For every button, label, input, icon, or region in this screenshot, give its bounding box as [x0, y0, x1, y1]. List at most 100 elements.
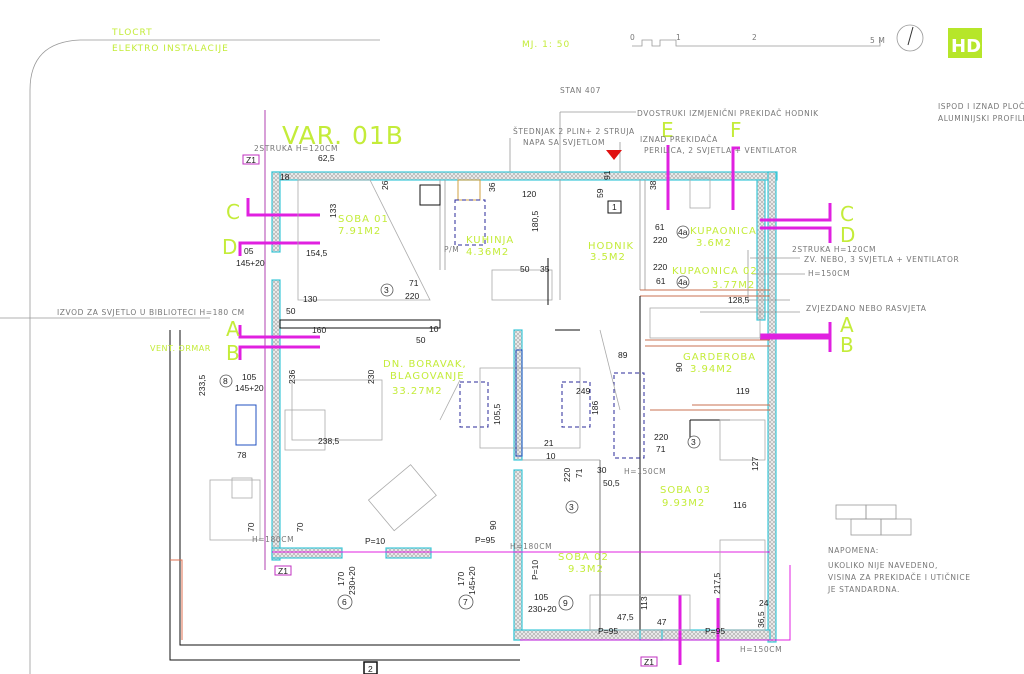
- door-tag: 9: [563, 598, 568, 608]
- axis-tag: 2: [368, 664, 373, 674]
- dimension: 30: [597, 465, 607, 475]
- section-lines: [238, 145, 832, 665]
- dimension: 230+20: [347, 566, 357, 595]
- annotations: DVOSTRUKI IZMJENIČNI PREKIDAČ HODNIK ŠTE…: [57, 109, 959, 654]
- room-name: SOBA 02: [558, 552, 609, 563]
- dimension: 145+20: [235, 383, 264, 393]
- dimension: 18: [280, 172, 290, 182]
- room-name: BLAGOVANJE: [390, 371, 465, 382]
- brick-icon: [835, 504, 912, 536]
- dimension: 47,5: [617, 612, 634, 622]
- room-area: 9.3M2: [568, 564, 604, 575]
- dimension: 70: [295, 522, 305, 532]
- furniture: [209, 177, 766, 631]
- door-tag: 6: [342, 597, 347, 607]
- dimension: 116: [733, 500, 747, 510]
- room-area: 3.77M2: [712, 280, 755, 291]
- dimension: 71: [574, 468, 584, 478]
- dimension: 50,5: [603, 478, 620, 488]
- dimension: 70: [246, 522, 256, 532]
- annotation: ŠTEDNJAK 2 PLIN+ 2 STRUJA: [513, 127, 635, 136]
- annotation: VENT. ORMAR: [150, 344, 211, 353]
- dimension: 145+20: [236, 258, 265, 268]
- dimension: 50: [520, 264, 530, 274]
- dimension: 71: [656, 444, 666, 454]
- annotation: H=150CM: [624, 467, 666, 476]
- dimension: P=95: [598, 626, 618, 636]
- annotation: PERILICA, 2 SVJETLA + VENTILATOR: [644, 146, 797, 155]
- door-tag: 3: [384, 285, 389, 295]
- dimension: 220: [405, 291, 419, 301]
- dimension: 26: [380, 180, 390, 190]
- circuit-tag: 1: [612, 202, 617, 212]
- dimension: 61: [655, 222, 665, 232]
- annotation: DVOSTRUKI IZMJENIČNI PREKIDAČ HODNIK: [637, 109, 819, 118]
- dimension: 71: [409, 278, 419, 288]
- dimension: 220: [653, 262, 667, 272]
- dimension: 35: [540, 264, 550, 274]
- dimension: 186: [590, 401, 600, 415]
- dimension: 59: [595, 188, 605, 198]
- section-marker-b: B: [840, 333, 854, 357]
- dimension: 238,5: [318, 436, 340, 446]
- dimensions: 18 62,5 133 154,5 05 145+20 130 50 160 7…: [197, 153, 769, 636]
- walls: [271, 171, 778, 643]
- annotation: NAPA SA SVJETLOM: [523, 138, 605, 147]
- annotation: 2STRUKA H=120CM: [792, 245, 876, 254]
- scale-tick: 1: [676, 33, 681, 42]
- annotation: ZV. NEBO, 3 SVJETLA + VENTILATOR: [804, 255, 959, 264]
- variant-label: VAR. 01B: [282, 121, 404, 150]
- dimension: 91: [602, 170, 612, 180]
- dimension: 127: [750, 457, 760, 471]
- dimension: 105: [242, 372, 256, 382]
- apartment-label: STAN 407: [560, 86, 601, 95]
- door-tags: 3 8 4a 4a 3 3 6 7 9: [219, 225, 701, 611]
- dimension: 24: [759, 598, 769, 608]
- room-labels: SOBA 01 7.91M2 KUHINJA 4.36M2 HODNIK 3.5…: [338, 214, 757, 575]
- door-tag: 4a: [678, 227, 688, 237]
- annotation: 2STRUKA H=120CM: [254, 144, 338, 153]
- annotation: H=150CM: [740, 645, 782, 654]
- dimension: 119: [736, 386, 750, 396]
- top-right-note: ISPOD I IZNAD PLOČ: [938, 102, 1024, 111]
- z1-tag: Z1: [278, 566, 288, 576]
- dimension: 62,5: [318, 153, 335, 163]
- scale-tick: 5 M: [870, 36, 885, 45]
- room-name: DN. BORAVAK,: [383, 359, 467, 370]
- note-line: UKOLIKO NIJE NAVEDENO,: [828, 561, 938, 570]
- room-name: KUHINJA: [466, 235, 514, 246]
- balcony-outline: [169, 110, 520, 661]
- dimension: 170: [456, 572, 466, 586]
- dimension: 128,5: [728, 295, 750, 305]
- dimension: 90: [488, 520, 498, 530]
- top-right-note: ALUMINIJSKI PROFILI I: [938, 114, 1024, 123]
- section-marker-e: E: [661, 118, 674, 142]
- annotation: H=180CM: [510, 542, 552, 551]
- dimension: 180,5: [530, 210, 540, 232]
- dimension: 89: [618, 350, 628, 360]
- section-marker-a: A: [840, 313, 854, 337]
- dimension: 236: [287, 370, 297, 384]
- svg-text:HD: HD: [951, 36, 981, 57]
- sheet-subtitle: ELEKTRO INSTALACIJE: [112, 44, 229, 54]
- note-line: JE STANDARDNA.: [827, 585, 900, 594]
- note-block: NAPOMENA: UKOLIKO NIJE NAVEDENO, VISINA …: [827, 504, 970, 594]
- door-tag: 3: [569, 502, 574, 512]
- interior-partitions: [279, 180, 770, 630]
- dimension: 230: [366, 370, 376, 384]
- dimension: 36: [487, 182, 497, 192]
- dimension: P=10: [530, 560, 540, 580]
- dimension: 220: [654, 432, 668, 442]
- dimension: 145+20: [467, 566, 477, 595]
- dimension: 10: [546, 451, 556, 461]
- annotation: ZVJEZDANO NEBO RASVJETA: [806, 304, 927, 313]
- scale-tick: 2: [752, 33, 757, 42]
- annotation: H=150CM: [808, 269, 850, 278]
- dimension: 160: [312, 325, 326, 335]
- dimension: 120: [522, 189, 536, 199]
- dimension: 233,5: [197, 374, 207, 396]
- section-marker-c: C: [840, 202, 854, 226]
- room-name: GARDEROBA: [683, 352, 756, 363]
- leader-lines: [0, 111, 805, 319]
- annotation: P/M: [444, 245, 459, 254]
